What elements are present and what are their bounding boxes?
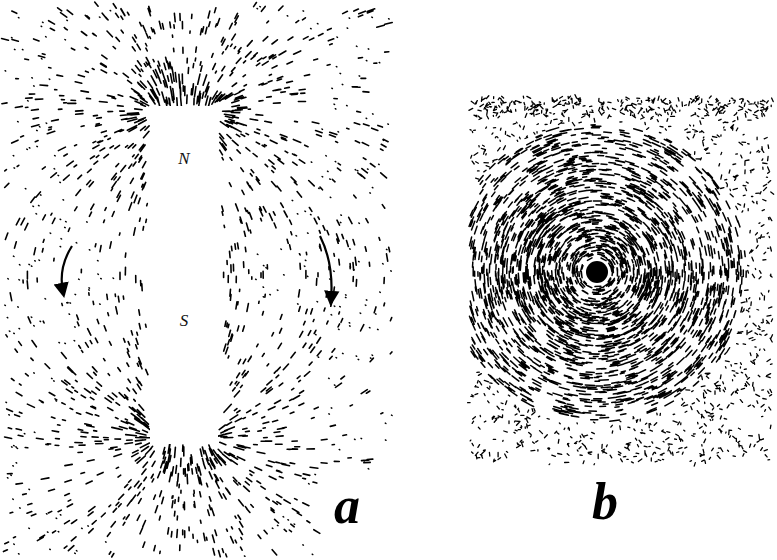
field-arrow	[62, 246, 72, 292]
panel-letter: a	[334, 480, 360, 532]
filing-dots	[5, 7, 392, 557]
field-arrow	[320, 236, 332, 300]
wire-field	[468, 95, 774, 466]
iron-filings	[2, 2, 393, 557]
wire-cross-section	[586, 261, 608, 283]
bar-magnet-field	[2, 2, 393, 557]
magnet-bar: NS	[150, 106, 218, 444]
pole-letter: N	[178, 150, 189, 167]
filing-dots	[468, 95, 774, 466]
panel-letter: b	[592, 476, 618, 528]
pole-letter: S	[180, 312, 189, 329]
iron-filings	[469, 125, 746, 421]
